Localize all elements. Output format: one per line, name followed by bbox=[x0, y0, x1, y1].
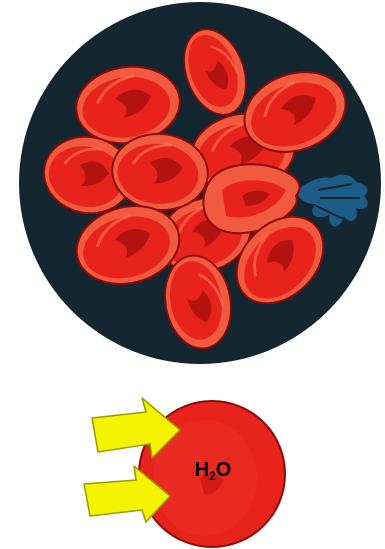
single-cell-osmosis bbox=[84, 398, 285, 547]
water-formula-label: H2O bbox=[186, 458, 240, 482]
formula-rest: O bbox=[216, 459, 232, 481]
formula-element: H bbox=[195, 459, 209, 481]
formula-subscript: 2 bbox=[209, 469, 216, 483]
blood-sample-view bbox=[19, 2, 381, 364]
